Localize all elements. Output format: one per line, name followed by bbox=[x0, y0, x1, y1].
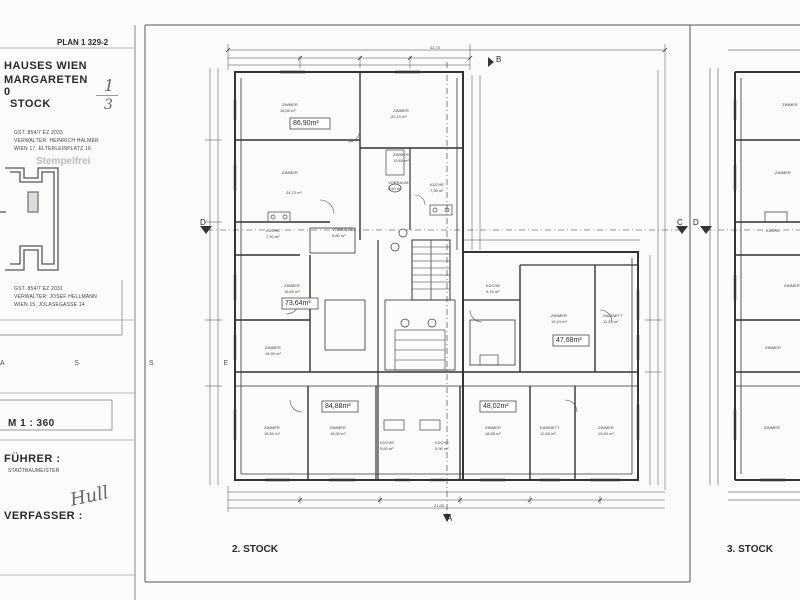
sheet-fraction-top: 1 bbox=[104, 76, 115, 95]
room-label: KÜCHE bbox=[266, 228, 281, 233]
owner1-manager: VERWALTER: HEINRICH HALMER bbox=[14, 138, 99, 144]
room-area: 19,24 m² bbox=[551, 319, 567, 324]
room-area: 18,85 m² bbox=[485, 431, 501, 436]
room-area: 24,72 m² bbox=[286, 190, 302, 195]
room-label: ZIMMER bbox=[393, 152, 409, 157]
room-area: 9,15 m² bbox=[486, 289, 500, 294]
room-label: KÜCHE bbox=[380, 440, 395, 445]
verfasser-label: VERFASSER : bbox=[4, 510, 83, 522]
floor-label-2-stock: 2. STOCK bbox=[232, 544, 278, 555]
owner1-parcel: GST. 854/7 EZ 2033 bbox=[14, 130, 63, 136]
room-area: 11,52 m² bbox=[603, 319, 619, 324]
section-marker-b: B bbox=[496, 55, 502, 64]
right-plan-outline bbox=[705, 49, 800, 501]
scale-label: M 1 : 360 bbox=[8, 418, 55, 429]
owner2-manager: VERWALTER: JOSEF HELLMANN bbox=[14, 294, 97, 300]
room-area: 19,65 m² bbox=[393, 158, 409, 163]
room-label: ZIMMER bbox=[782, 102, 798, 107]
room-label: ZIMMER bbox=[764, 425, 780, 430]
fuehrer-label: FÜHRER : bbox=[4, 453, 61, 465]
floor-label-3-stock: 3. STOCK bbox=[727, 544, 773, 555]
room-label: KABINETT bbox=[540, 425, 560, 430]
room-area: 7,55 m² bbox=[430, 188, 444, 193]
room-label: ZIMMER bbox=[393, 108, 409, 113]
room-label: KÜCHE bbox=[766, 228, 781, 233]
room-label: ZIMMER bbox=[765, 345, 781, 350]
plan-number: PLAN 1 329-2 bbox=[57, 38, 109, 47]
apartment-area: 84,88m² bbox=[325, 403, 351, 410]
room-label: VORRAUM bbox=[388, 180, 409, 185]
room-area: 18,50 m² bbox=[280, 108, 296, 113]
owner2-address: WIEN 15, JOLASEGASSE 14 bbox=[14, 302, 85, 308]
room-area: 12,60 m² bbox=[540, 431, 556, 436]
fraction-bar bbox=[96, 95, 118, 96]
dimension-total-bottom: 21,00 bbox=[434, 503, 445, 508]
section-marker-d: D bbox=[200, 218, 206, 227]
room-area: 5,60 m² bbox=[388, 186, 402, 191]
room-label: KABINETT bbox=[603, 313, 623, 318]
sheet-fraction-bottom: 3 bbox=[104, 97, 113, 113]
section-marker-a: A bbox=[447, 514, 453, 523]
title-line-1: HAUSES WIEN bbox=[4, 60, 88, 72]
owner2-parcel: GST. 854/7 EZ 2031 bbox=[14, 286, 63, 292]
room-label: VORRAUM bbox=[332, 227, 353, 232]
stamp-text: Stempelfrei bbox=[36, 156, 91, 167]
room-label: ZIMMER bbox=[551, 313, 567, 318]
room-label: KÜCHE bbox=[435, 440, 450, 445]
room-area: 20,10 m² bbox=[391, 114, 407, 119]
apartment-area: 73,64m² bbox=[285, 300, 311, 307]
title-line-3: 0 bbox=[4, 86, 11, 98]
apartment-area: 48,02m² bbox=[483, 403, 509, 410]
room-label: ZIMMER bbox=[485, 425, 501, 430]
title-line-2: MARGARETEN bbox=[4, 74, 88, 86]
room-label: ZIMMER bbox=[330, 425, 346, 430]
room-label: ZIMMER bbox=[598, 425, 614, 430]
room-area: 18,90 m² bbox=[265, 351, 281, 356]
dimension-total-top: 32,70 bbox=[430, 45, 441, 50]
room-label: ZIMMER bbox=[265, 345, 281, 350]
room-label: ZIMMER bbox=[784, 283, 800, 288]
room-area: 16,60 m² bbox=[284, 289, 300, 294]
room-area: 18,90 m² bbox=[330, 431, 346, 436]
owner1-address: WIEN 17, ELTERLEINPLATZ 16 bbox=[14, 146, 91, 152]
room-area: 5,60 m² bbox=[380, 446, 394, 451]
title-line-4: STOCK bbox=[10, 98, 51, 110]
room-label: KÜCHE bbox=[486, 283, 501, 288]
room-area: 18,50 m² bbox=[264, 431, 280, 436]
room-area: 5,80 m² bbox=[332, 233, 346, 238]
section-marker-c: C bbox=[677, 218, 683, 227]
section-marker-d-right: D bbox=[693, 218, 699, 227]
apartment-area: 47,68m² bbox=[556, 337, 582, 344]
room-label: ZIMMER bbox=[264, 425, 280, 430]
room-label: ZIMMER bbox=[775, 170, 791, 175]
room-label: KÜCHE bbox=[430, 182, 445, 187]
room-label: ZIMMER bbox=[282, 102, 298, 107]
fuehrer-title: STADTBAUMEISTER bbox=[8, 468, 60, 474]
room-label: ZIMMER bbox=[282, 170, 298, 175]
street-label: A S S E bbox=[0, 360, 263, 367]
room-area: 7,20 m² bbox=[266, 234, 280, 239]
room-area: 5,90 m² bbox=[435, 446, 449, 451]
room-area: 19,60 m² bbox=[598, 431, 614, 436]
apartment-area: 86,90m² bbox=[293, 120, 319, 127]
room-label: ZIMMER bbox=[284, 283, 300, 288]
site-sketch bbox=[0, 167, 59, 271]
